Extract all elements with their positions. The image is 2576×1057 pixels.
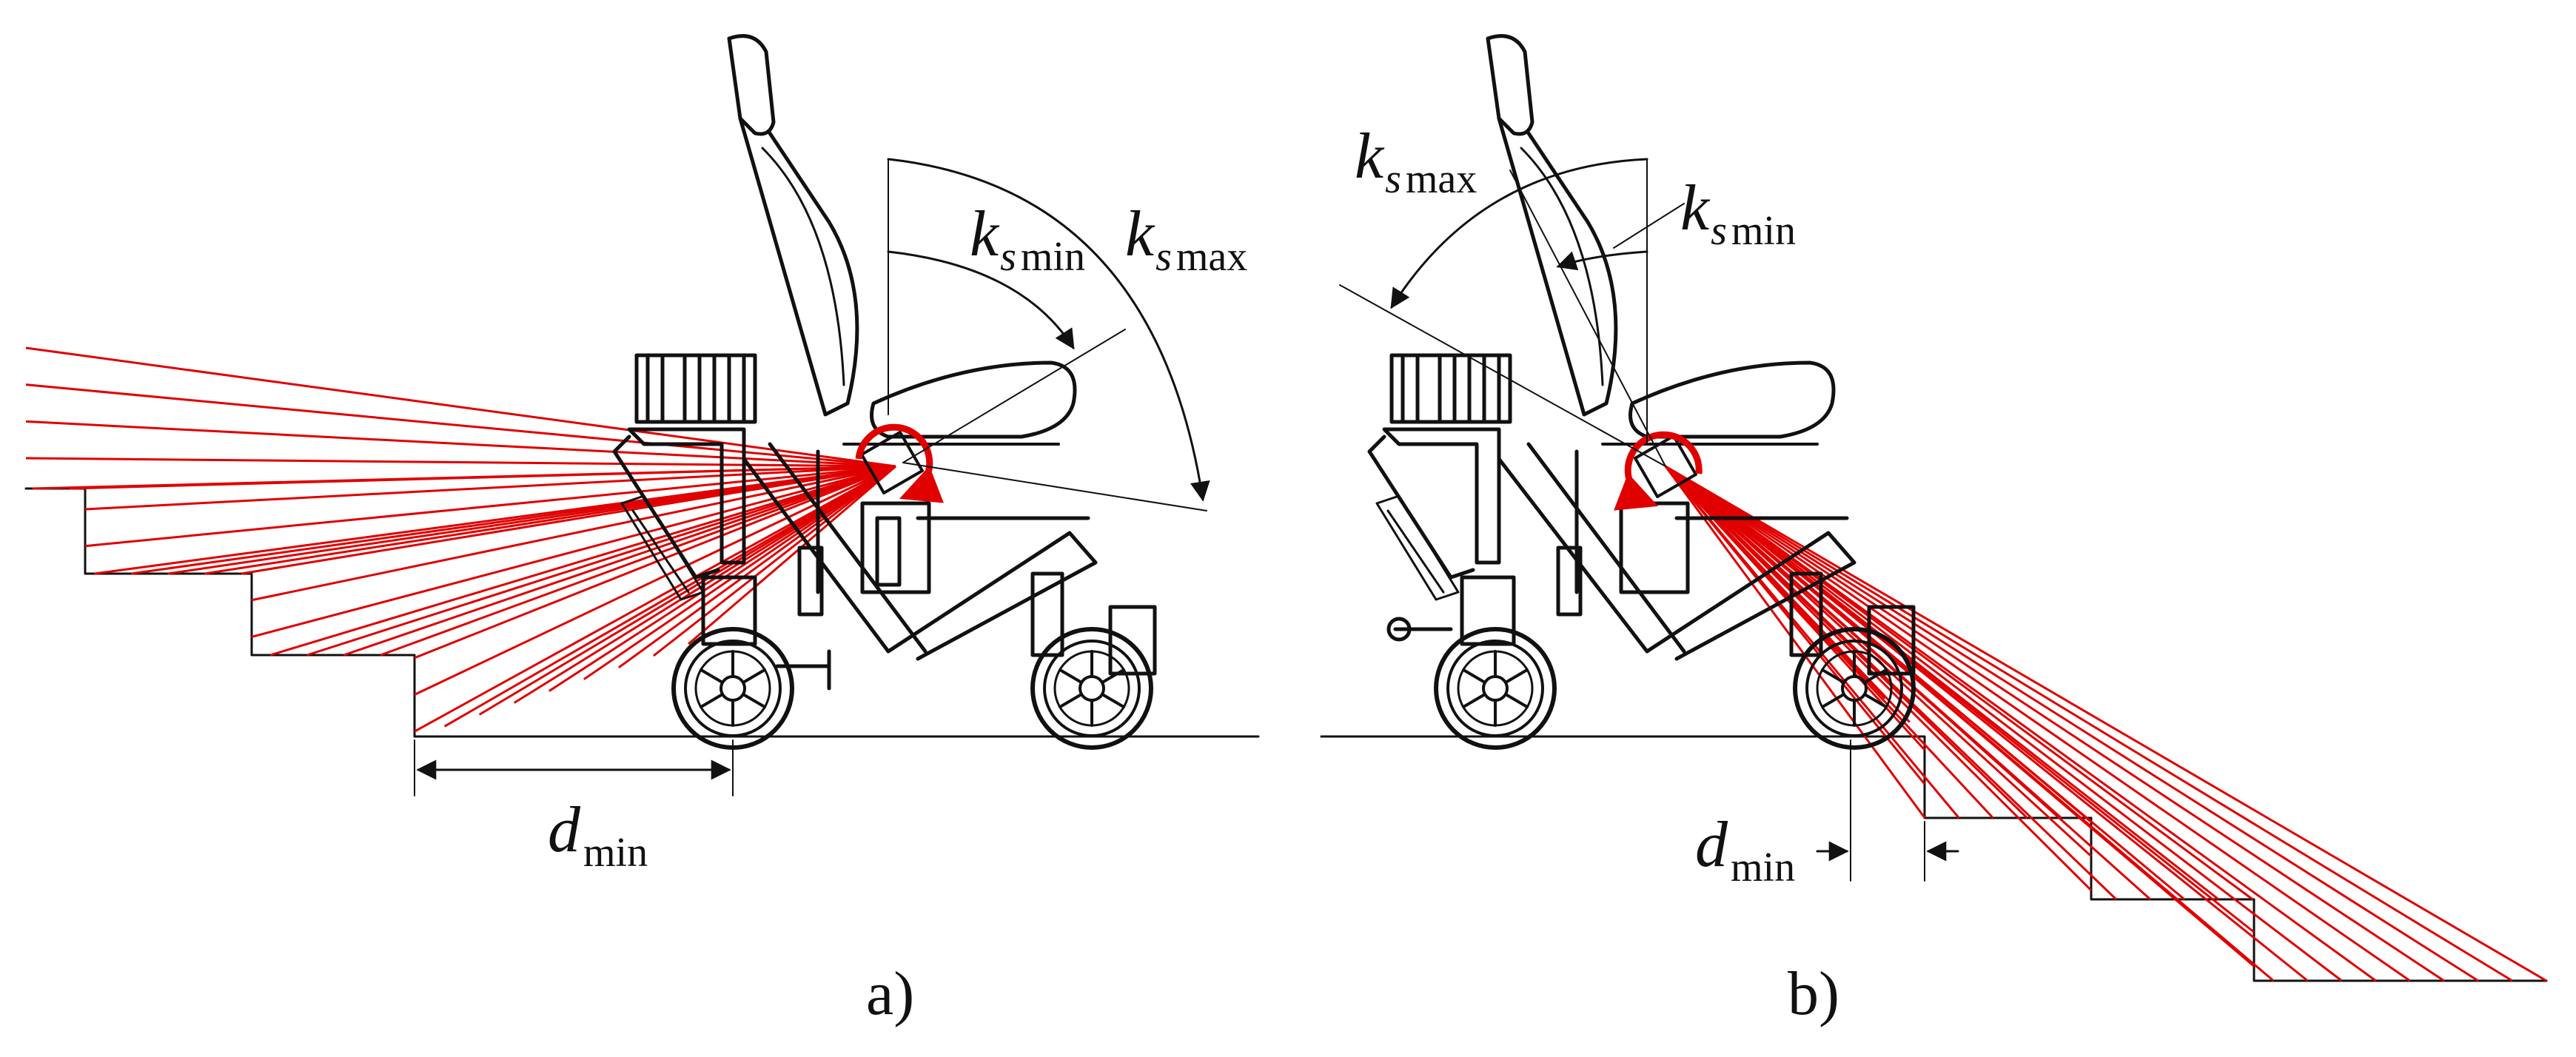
laser-ray — [1665, 465, 2479, 982]
laser-ray — [251, 465, 896, 638]
laser-ray — [241, 465, 896, 575]
wheelchair-a — [612, 34, 1157, 748]
laser-ray — [1665, 465, 2151, 901]
laser-ray — [1665, 465, 2513, 982]
laser-ray — [1665, 465, 2275, 982]
dmin-label-a: dmin — [548, 794, 648, 876]
laser-ray — [1664, 465, 1994, 819]
laser-ray — [25, 420, 896, 468]
front-wheel-icon — [674, 629, 792, 748]
caption-b: b) — [1788, 959, 1839, 1028]
laser-ray — [1664, 465, 2093, 891]
dmin-dimension-a — [414, 739, 734, 796]
laser-ray — [1665, 465, 2411, 982]
laser-ray — [688, 465, 896, 645]
laser-ray — [1664, 466, 1926, 819]
laser-ray — [1665, 465, 2377, 982]
front-wheel-icon — [1436, 629, 1554, 748]
angle-construction-b — [1339, 158, 1685, 467]
laser-ray — [1665, 465, 2309, 982]
laser-ray — [251, 465, 896, 602]
angle-construction-a — [887, 158, 1210, 511]
rear-wheel-icon — [1033, 629, 1151, 748]
laser-ray — [343, 465, 896, 657]
wheelchair-b — [1367, 34, 1913, 748]
laser-ray — [69, 465, 896, 490]
dmin-label-b: dmin — [1695, 809, 1795, 890]
laser-ray — [414, 465, 896, 660]
laser-ray — [617, 465, 896, 669]
laser-ray — [1665, 465, 2343, 982]
caption-a: a) — [866, 959, 914, 1028]
laser-ray — [1665, 465, 2445, 982]
laser-ray — [306, 465, 896, 657]
laser-ray — [269, 465, 896, 657]
laser-ray — [25, 383, 896, 468]
laser-sensor-icon — [1613, 431, 1703, 511]
dmin-dimension-b — [1816, 739, 1959, 882]
laser-ray — [25, 346, 896, 468]
stairs-descending — [1320, 735, 2548, 982]
stairs-ascending — [24, 487, 1260, 738]
laser-ray — [84, 465, 896, 511]
laser-ray — [653, 465, 896, 657]
laser-ray — [414, 465, 896, 733]
laser-ray — [583, 465, 896, 680]
laser-ray — [1664, 466, 1960, 819]
laser-sensor-icon — [855, 423, 945, 503]
laser-fan-a — [25, 346, 896, 733]
laser-fan-b — [1664, 465, 2547, 982]
laser-ray — [1665, 465, 2547, 982]
